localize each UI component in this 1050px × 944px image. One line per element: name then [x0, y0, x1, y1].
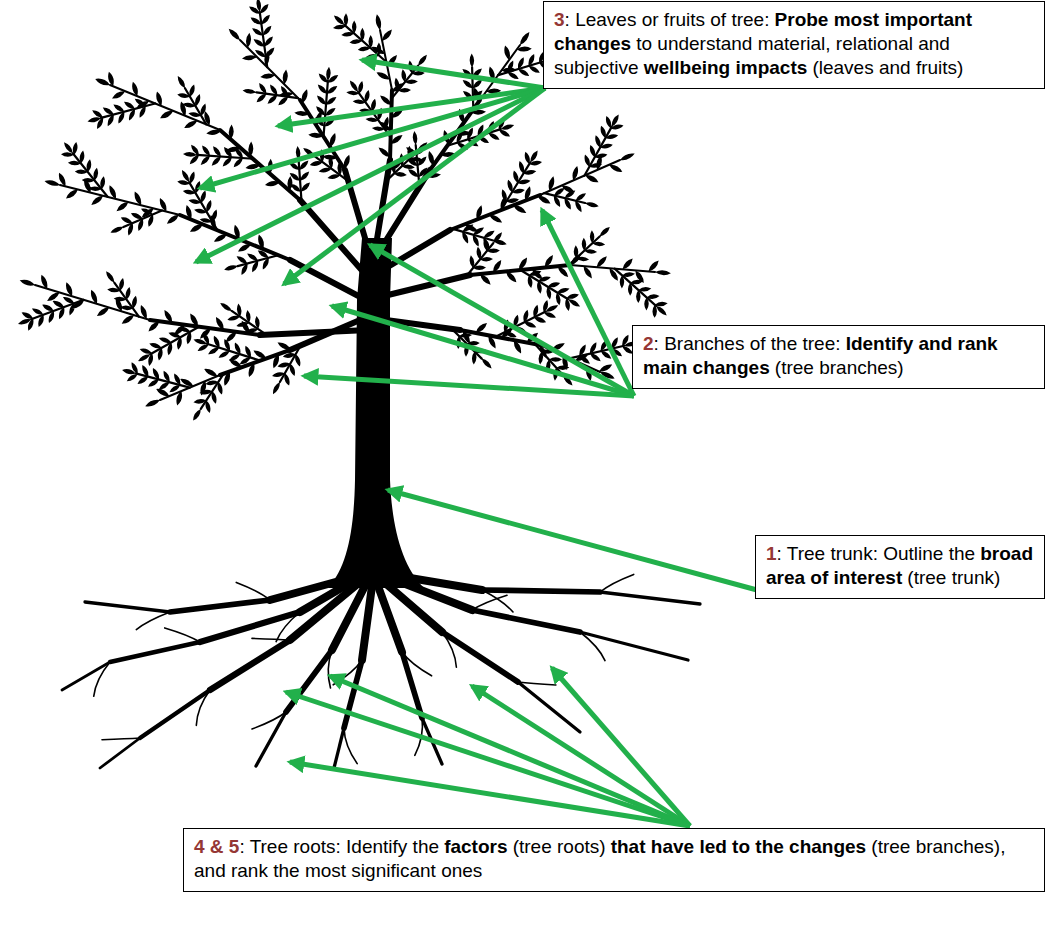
tree-root: [334, 728, 344, 768]
callout-text: wellbeing impacts: [644, 57, 808, 78]
tree-root: [100, 738, 140, 768]
callout-box: 1: Tree trunk: Outline thebroad area of …: [755, 535, 1045, 599]
tree-root: [392, 575, 482, 590]
leader-arrow: [362, 60, 545, 88]
tree-twig: [615, 269, 657, 306]
tree-root: [362, 586, 372, 660]
leader-arrow: [286, 692, 690, 826]
callout-box: 3: Leaves or fruits of tree:Probe most i…: [543, 1, 1045, 89]
tree-twig: [150, 327, 199, 355]
callout-text: : Tree trunk: Outline the: [777, 543, 976, 564]
callout-number: 2: [643, 333, 654, 354]
callout-box: 2: Branches of the tree:Identify and ran…: [632, 325, 1045, 389]
tree-rootlet: [518, 682, 556, 685]
tree-rootlet: [252, 638, 290, 640]
tree-rootlet: [102, 738, 140, 740]
leader-arrow: [290, 762, 690, 826]
callout-text: : Branches of the tree:: [654, 333, 841, 354]
tree-root: [472, 610, 580, 632]
tree-root: [85, 602, 170, 612]
tree-rootlet: [600, 574, 634, 592]
tree-rootlet: [252, 712, 286, 729]
callout-text: that have led to the changes: [611, 836, 867, 857]
tree-root: [210, 640, 290, 690]
callout-box: 4 & 5: Tree roots: Identify thefactors (t…: [183, 828, 1045, 892]
callout-text: : Leaves or fruits of tree:: [565, 9, 770, 30]
tree-rootlet: [165, 628, 200, 642]
callout-text: : Tree roots: Identify the: [239, 836, 439, 857]
leader-arrow: [542, 210, 634, 396]
leader-arrow: [472, 686, 690, 826]
tree-root: [442, 632, 518, 682]
callout-text: (leaves and fruits): [812, 57, 963, 78]
tree-rootlet: [402, 652, 432, 676]
callout-number: 1: [766, 543, 777, 564]
tree-root: [62, 662, 110, 690]
tree-rootlet: [94, 662, 110, 696]
tree-rootlet: [580, 632, 605, 661]
tree-rootlet: [136, 612, 170, 630]
callout-text: factors: [444, 836, 507, 857]
tree-branch: [220, 350, 290, 375]
tree-twig: [472, 67, 473, 109]
tree-root: [140, 690, 210, 738]
leader-arrow: [304, 376, 634, 396]
callout-text: (tree trunk): [907, 567, 1000, 588]
tree-branch: [450, 195, 540, 230]
tree-branch: [540, 160, 620, 195]
tree-root: [580, 632, 688, 660]
tree-rootlet: [236, 582, 270, 600]
tree-rootlet: [482, 590, 513, 612]
tree-rootlet: [328, 650, 332, 688]
tree-root: [200, 612, 300, 642]
callout-text: (tree roots): [513, 836, 606, 857]
callout-number: 4 & 5: [194, 836, 239, 857]
leader-arrow: [284, 88, 545, 284]
leader-arrow: [388, 490, 757, 590]
tree-root: [256, 712, 286, 766]
tree-rootlet: [442, 632, 456, 667]
tree-twig: [344, 25, 386, 62]
tree-root: [170, 600, 270, 612]
tree-twig: [520, 270, 568, 299]
tree-root: [600, 592, 700, 604]
tree-branch: [260, 330, 368, 335]
leader-arrow: [196, 88, 545, 262]
tree-branch: [390, 90, 392, 160]
tree-rootlet: [344, 728, 357, 764]
tree-rootlet: [196, 690, 210, 725]
callout-number: 3: [554, 9, 565, 30]
leader-arrow: [330, 676, 690, 826]
callout-text: (tree branches): [775, 357, 904, 378]
tree-root: [482, 590, 600, 592]
tree-roots: [62, 574, 700, 768]
tree-root: [110, 642, 200, 662]
